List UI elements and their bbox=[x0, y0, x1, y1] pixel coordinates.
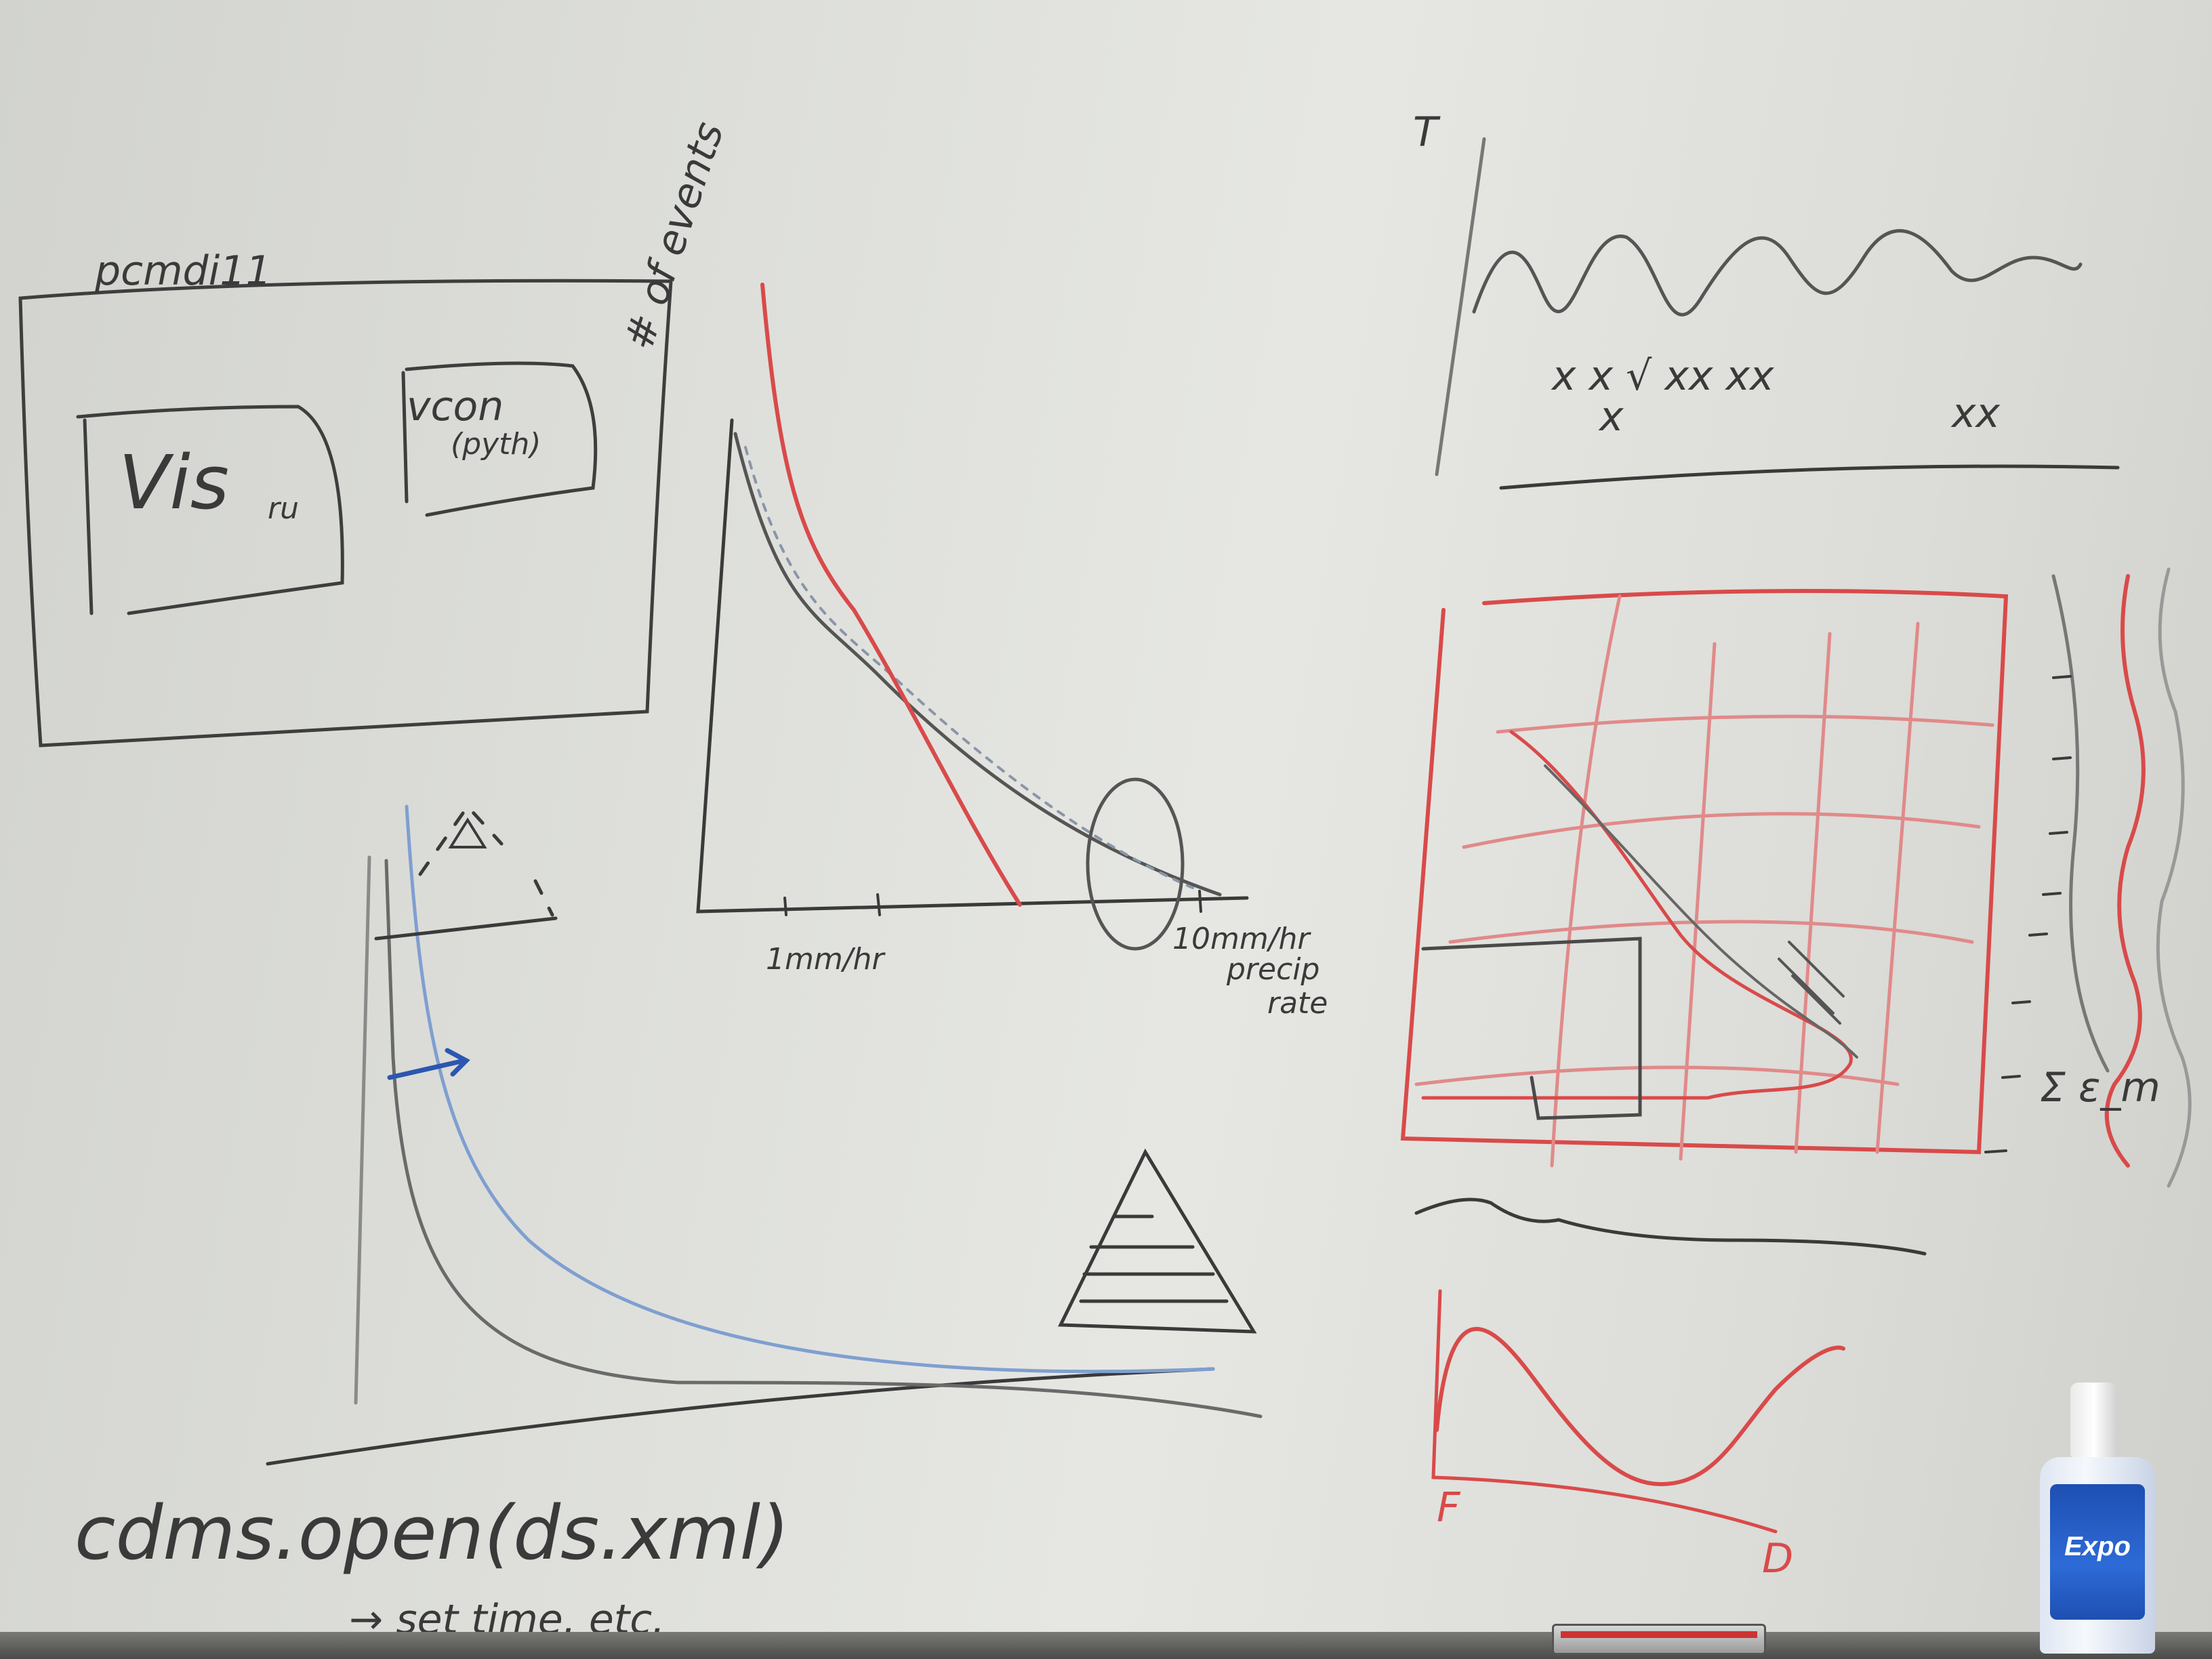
spray-cap bbox=[2070, 1382, 2118, 1457]
system-diagram bbox=[18, 279, 673, 747]
diagram-title: pcmdi11 bbox=[94, 247, 272, 295]
wave-curve bbox=[1472, 229, 2083, 316]
grid-verticals bbox=[1550, 594, 1920, 1168]
grid-red-curve bbox=[1421, 730, 1853, 1100]
events-curve-dashed bbox=[744, 446, 1194, 889]
eraser bbox=[1552, 1624, 1766, 1655]
outer-box bbox=[18, 279, 673, 747]
vis-label: Vis bbox=[119, 439, 229, 526]
wave-chart bbox=[1435, 137, 2120, 490]
right-inner-box bbox=[401, 361, 598, 517]
events-tick-3 bbox=[1198, 890, 1202, 913]
decay-curve-gray bbox=[384, 859, 1263, 1418]
crosses-row-1: x x √ xx xx bbox=[1551, 352, 1774, 400]
crosses-row-2: x bbox=[1598, 393, 1624, 441]
wave-axis-horizontal bbox=[1499, 464, 2120, 490]
top-triangle bbox=[418, 804, 554, 917]
grid-black-curve bbox=[1544, 764, 1858, 1059]
scale-gray-wiggle bbox=[2156, 567, 2192, 1188]
crosses-row-3: xx bbox=[1950, 390, 2001, 437]
cleaner-bottle: Expo bbox=[2040, 1382, 2155, 1654]
scale-ticks bbox=[1984, 675, 2072, 1153]
vcon-label: vcon bbox=[407, 383, 504, 430]
scale-red-wiggle bbox=[2104, 574, 2146, 1168]
top-bar bbox=[374, 916, 558, 941]
decay-chart bbox=[266, 804, 1263, 1466]
tail-circle bbox=[1086, 777, 1185, 951]
pyramid bbox=[1058, 1148, 1257, 1334]
red-axis-d: D bbox=[1762, 1535, 1793, 1582]
decay-axis-horizontal bbox=[266, 1367, 1215, 1466]
events-curve-black bbox=[733, 432, 1222, 897]
wave-axis-vertical bbox=[1435, 137, 1486, 476]
events-curve-red bbox=[760, 283, 1022, 907]
events-xlabel-1: precip bbox=[1226, 952, 1319, 987]
events-tick-label-2: 10mm/hr bbox=[1172, 922, 1311, 956]
scale-line-gray bbox=[2051, 574, 2110, 1073]
decay-axis-vertical bbox=[354, 855, 371, 1405]
vcon-sublabel: (pyth) bbox=[451, 427, 541, 462]
vis-sublabel: ru bbox=[268, 491, 299, 526]
hatch bbox=[1778, 941, 1845, 1025]
events-tick-label-1: 1mm/hr bbox=[766, 942, 886, 977]
eraser-stripe bbox=[1561, 1631, 1757, 1638]
events-axes bbox=[696, 418, 1249, 914]
marker-tray bbox=[0, 1632, 2212, 1659]
events-xlabel-2: rate bbox=[1267, 986, 1328, 1021]
bottle-label: Expo bbox=[2050, 1484, 2145, 1620]
wave-axis-label: T bbox=[1413, 108, 1441, 156]
events-ylabel: # of events bbox=[615, 117, 733, 356]
red-curve bbox=[1435, 1327, 1845, 1487]
top-triangle-head bbox=[448, 817, 487, 848]
red-curve-chart bbox=[1431, 1289, 1845, 1534]
grid-horizontals bbox=[1414, 714, 1994, 1086]
range-arrow bbox=[387, 1048, 470, 1080]
red-axis-f: F bbox=[1437, 1484, 1461, 1532]
grid-black-box bbox=[1421, 937, 1642, 1120]
red-curve-axes bbox=[1431, 1289, 1778, 1534]
grid-frame bbox=[1400, 589, 2009, 1155]
events-tick-2 bbox=[876, 893, 881, 916]
events-tick-1 bbox=[783, 897, 787, 916]
bottle-label-text: Expo bbox=[2064, 1532, 2131, 1561]
decay-curve-blue bbox=[405, 804, 1215, 1374]
sum-label: Σ ε_m bbox=[2040, 1064, 2160, 1111]
wavy-line bbox=[1414, 1197, 1927, 1256]
code-line-1: cdms.open(ds.xml) bbox=[75, 1490, 790, 1576]
events-chart bbox=[696, 283, 1249, 951]
left-inner-box bbox=[76, 405, 344, 615]
grid-diagram bbox=[1400, 567, 2192, 1256]
